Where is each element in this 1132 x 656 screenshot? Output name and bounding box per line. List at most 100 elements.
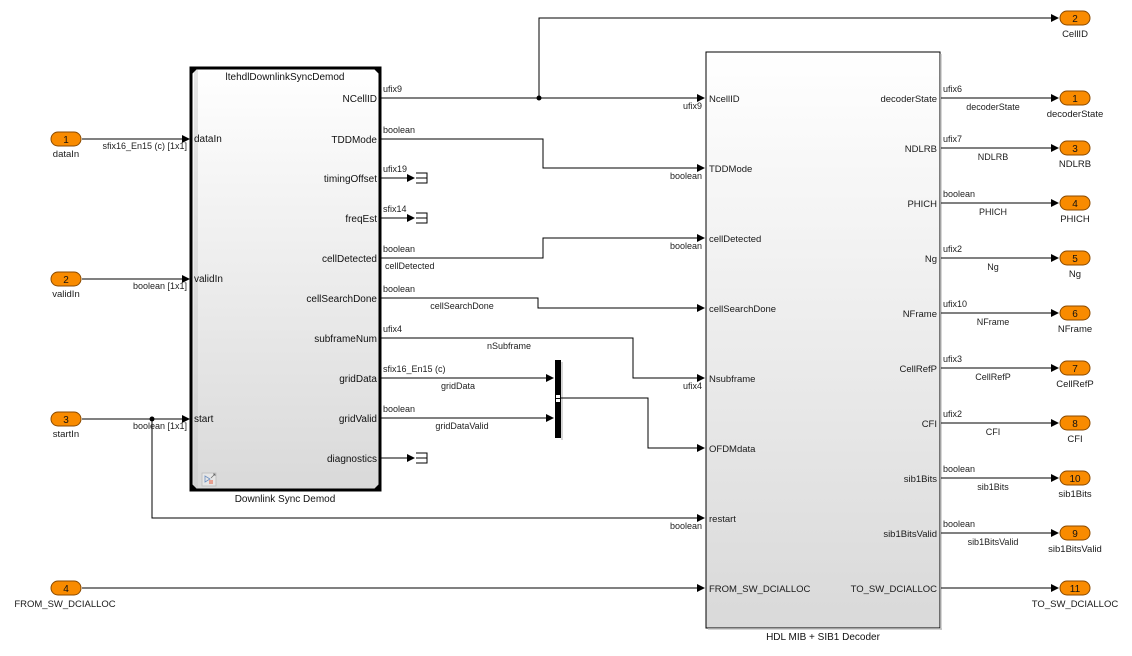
signal-type-label: sfix16_En15 (c) [1x1] [102, 141, 187, 151]
signal-type-label: ufix7 [943, 134, 962, 144]
inport-from-sw-dcialloc[interactable]: 4 FROM_SW_DCIALLOC [14, 580, 116, 610]
outport-number: 8 [1072, 419, 1078, 430]
inport-validIn[interactable]: 2 validIn [50, 271, 82, 300]
inport-label: FROM_SW_DCIALLOC [14, 599, 115, 610]
outport-label: CellRefP [1056, 379, 1094, 390]
signal-type-label: boolean [383, 284, 415, 294]
outport-number: 7 [1072, 364, 1078, 375]
signal-type-label: ufix4 [383, 324, 402, 334]
terminator-diagnostics[interactable] [416, 452, 428, 464]
inport-number: 2 [63, 275, 69, 286]
signal-type-label: ufix2 [943, 409, 962, 419]
decoder-input-port: cellSearchDone [709, 304, 776, 315]
line-tddmode[interactable] [381, 138, 705, 172]
mux-block[interactable] [555, 360, 563, 440]
line-restart[interactable] [151, 419, 705, 522]
decoder-input-port: OFDMdata [709, 444, 756, 455]
signal-name-label: sib1BitsValid [968, 537, 1019, 547]
outport-number: 6 [1072, 309, 1078, 320]
decoder-output-port: TO_SW_DCIALLOC [851, 584, 938, 595]
line-nsubframe[interactable] [381, 337, 705, 382]
decoder-output-port: sib1Bits [904, 474, 938, 485]
demod-output-port: gridData [339, 374, 377, 385]
outport-label: decoderState [1047, 109, 1104, 120]
signal-type-label: sfix16_En15 (c) [383, 364, 446, 374]
decoder-input-port: FROM_SW_DCIALLOC [709, 584, 810, 595]
outport-ng[interactable]: 5Ng [1059, 250, 1091, 280]
signal-type-label: ufix10 [943, 299, 967, 309]
demod-output-port: timingOffset [324, 174, 377, 185]
decoder-input-port: restart [709, 514, 736, 525]
line-ofdmdata[interactable] [561, 397, 705, 452]
inport-startIn[interactable]: 3 startIn [50, 411, 82, 440]
decoder-output-port: sib1BitsValid [883, 529, 937, 540]
signal-name-label: gridDataValid [435, 421, 488, 431]
decoder-input-port: cellDetected [709, 234, 761, 245]
signal-lines [82, 14, 1059, 592]
decoder-output-port: decoderState [880, 94, 937, 105]
subsystem-link-icon[interactable] [201, 472, 217, 487]
outport-number: 5 [1072, 254, 1078, 265]
decoder-input-port: Nsubframe [709, 374, 755, 385]
signal-name-label: CellRefP [975, 372, 1011, 382]
mib-sib1-decoder-block[interactable] [705, 51, 942, 630]
signal-type-label: ufix19 [383, 164, 407, 174]
signal-name-label: nSubframe [487, 341, 531, 351]
demod-output-port: cellDetected [322, 254, 377, 265]
decoder-output-port: CFI [922, 419, 937, 430]
terminator-timingoffset[interactable] [416, 172, 428, 184]
signal-type-label: ufix9 [383, 84, 402, 94]
branch-point [149, 416, 155, 422]
line-cellid[interactable] [538, 14, 1059, 98]
signal-type-label: ufix4 [683, 381, 702, 391]
outport-number: 3 [1072, 144, 1078, 155]
signal-name-label: sib1Bits [977, 482, 1009, 492]
signal-type-label: boolean [943, 189, 975, 199]
demod-output-ports: NCellIDTDDModetimingOffsetfreqEstcellDet… [306, 94, 377, 465]
outport-number: 4 [1072, 199, 1078, 210]
signal-type-label: boolean [383, 244, 415, 254]
signal-name-label: gridData [441, 381, 475, 391]
demod-output-port: TDDMode [331, 135, 377, 146]
downlink-sync-demod-block[interactable]: ltehdlDownlinkSyncDemod [189, 66, 382, 492]
demod-input-port: dataIn [194, 134, 222, 145]
signal-name-label: NFrame [977, 317, 1010, 327]
corner-mark [190, 67, 199, 76]
signal-type-label: ufix2 [943, 244, 962, 254]
decoder-output-port: Ng [925, 254, 937, 265]
inport-dataIn[interactable]: 1 dataIn [50, 131, 82, 160]
outport-number: 9 [1072, 529, 1078, 540]
signal-name-label: decoderState [966, 102, 1020, 112]
line-celldetected[interactable] [381, 234, 705, 259]
signal-type-label: ufix3 [943, 354, 962, 364]
outport-label: CellID [1062, 29, 1088, 40]
outport-label: sib1BitsValid [1048, 544, 1102, 555]
signal-type-label: boolean [670, 241, 702, 251]
outport-sib1bitsvalid[interactable]: 9 sib1BitsValid [1048, 525, 1102, 555]
line-cellsearchdone[interactable] [381, 297, 705, 312]
outport-label: NFrame [1058, 324, 1092, 335]
decoder-input-port: NcellID [709, 94, 740, 105]
signal-name-label: NDLRB [978, 152, 1009, 162]
inport-number: 3 [63, 415, 69, 426]
terminator-freqest[interactable] [416, 212, 428, 224]
signal-type-label: boolean [1x1] [133, 421, 187, 431]
outport-number: 10 [1069, 474, 1081, 485]
signal-name-label: cellDetected [385, 261, 435, 271]
demod-output-types: ufix9booleanufix19sfix14booleanbooleanuf… [383, 84, 531, 431]
branch-point [536, 95, 542, 101]
demod-output-port: freqEst [345, 214, 377, 225]
inport-label: validIn [52, 289, 79, 300]
outport-label: NDLRB [1059, 159, 1091, 170]
